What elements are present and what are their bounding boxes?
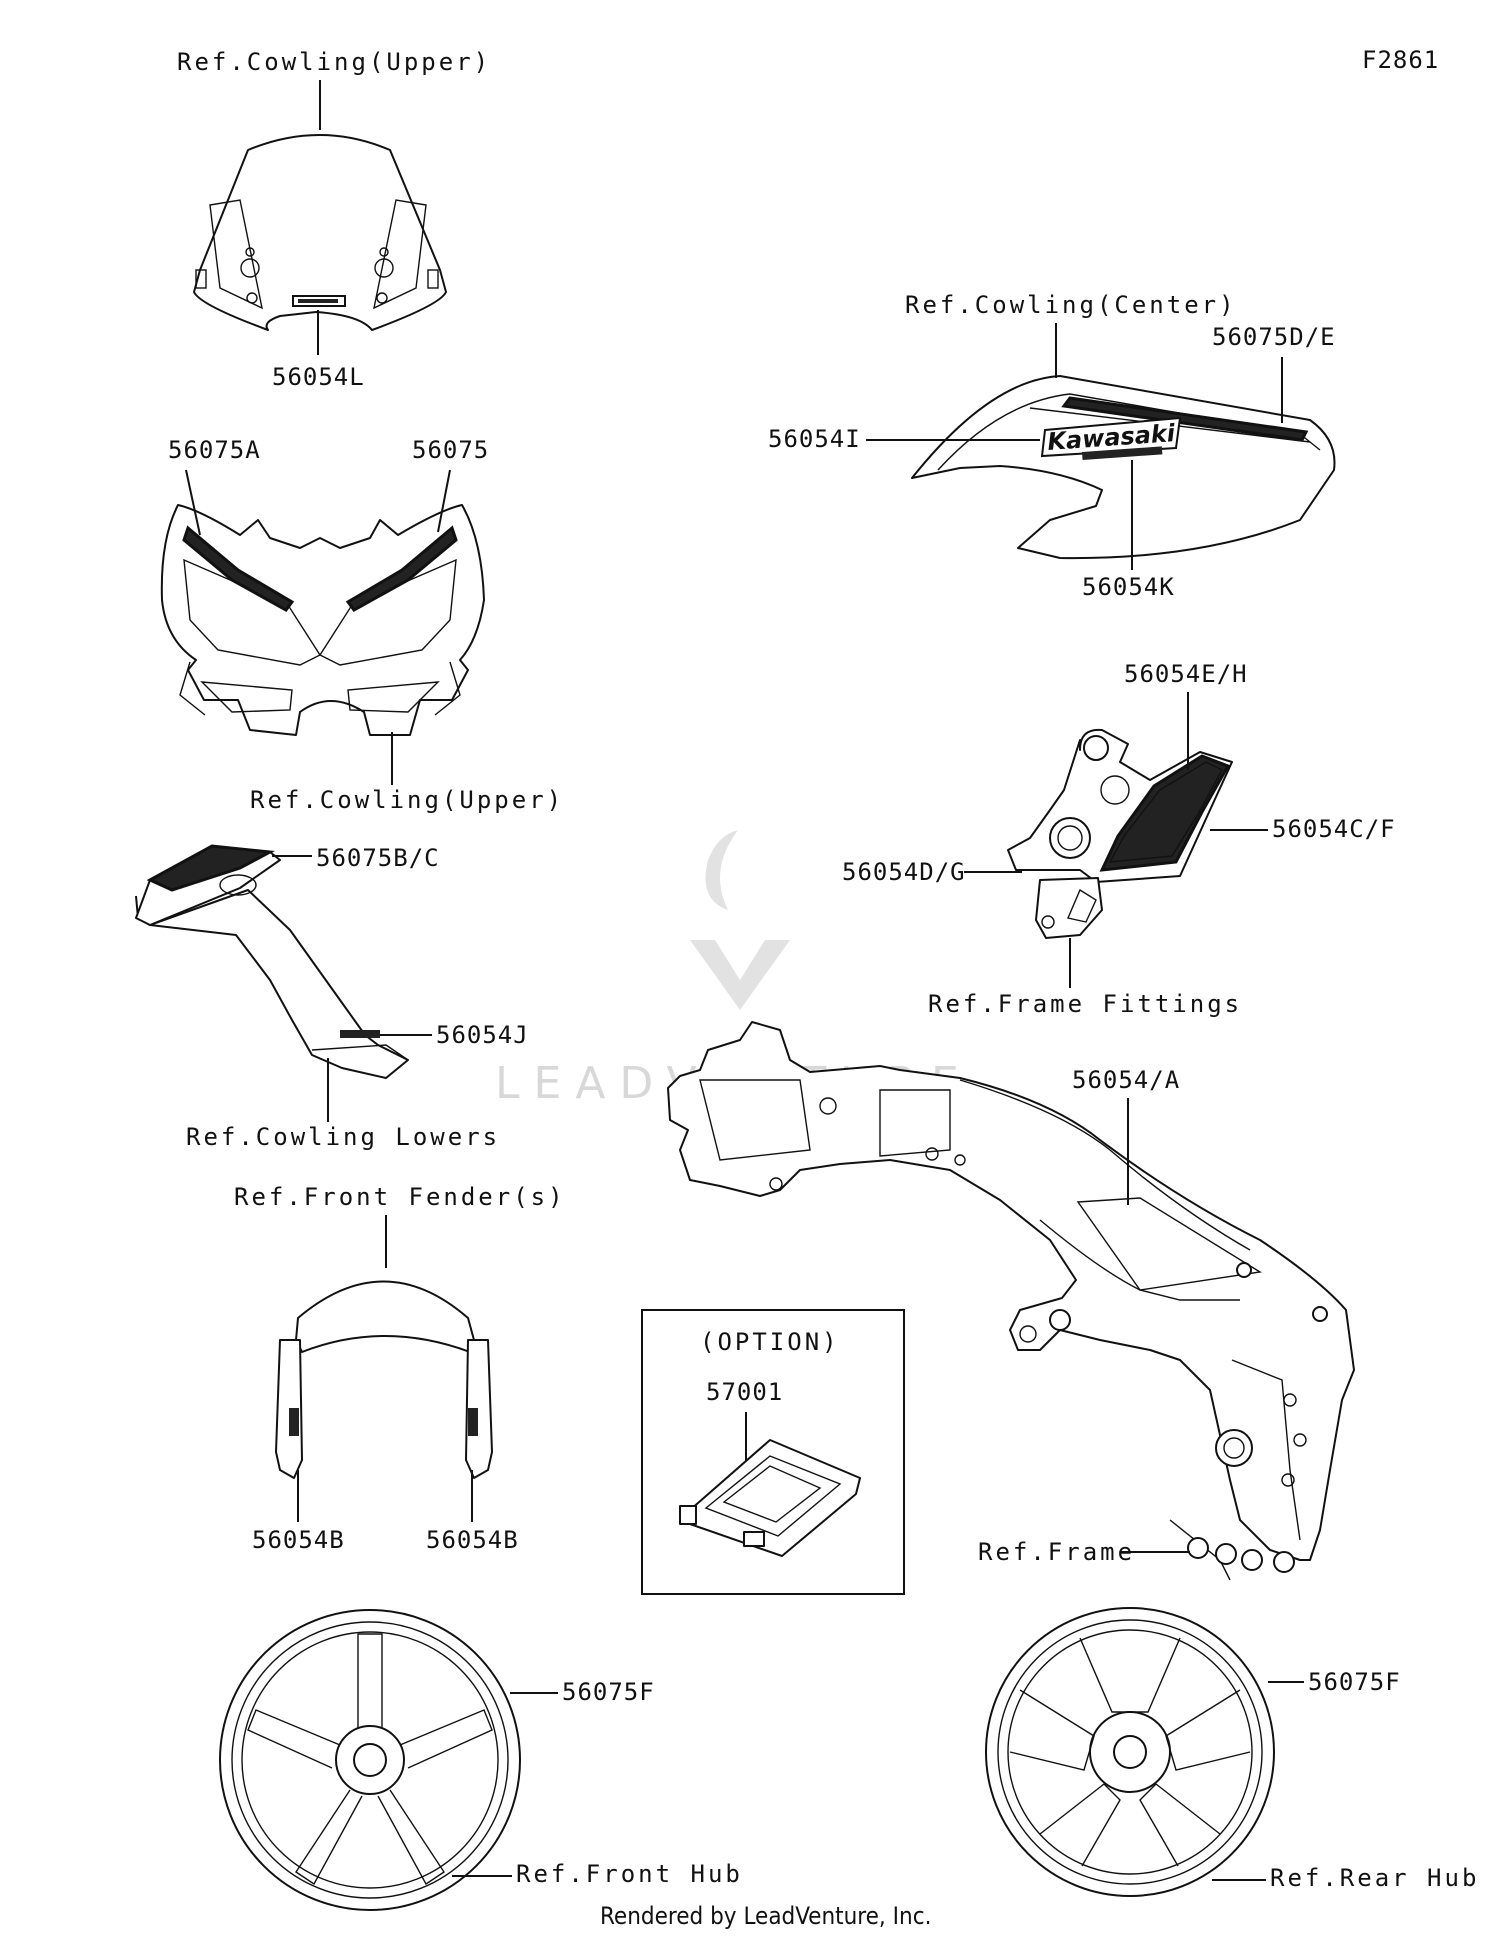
label-56054B-right[interactable]: 56054B [426, 1526, 519, 1554]
label-56075[interactable]: 56075 [412, 436, 489, 464]
label-56054K[interactable]: 56054K [1082, 573, 1175, 601]
main-frame-part[interactable] [667, 1021, 1355, 1581]
figure-code: F2861 [1362, 46, 1439, 74]
label-ref-cowling-lowers: Ref.Cowling Lowers [186, 1123, 500, 1151]
label-56075BC[interactable]: 56075B/C [316, 844, 440, 872]
footer-credit: Rendered by LeadVenture, Inc. [600, 1902, 931, 1930]
label-ref-frame-fittings: Ref.Frame Fittings [928, 990, 1242, 1018]
label-56075DE[interactable]: 56075D/E [1212, 323, 1336, 351]
windscreen-part[interactable] [193, 134, 447, 331]
label-56054I[interactable]: 56054I [768, 425, 861, 453]
decal-56075 [345, 525, 458, 612]
label-57001[interactable]: 57001 [706, 1378, 783, 1406]
label-56054A[interactable]: 56054/A [1072, 1066, 1180, 1094]
decal-56054J [340, 1030, 380, 1038]
option-box: (OPTION) 57001 [641, 1309, 905, 1595]
decal-56075DE [1061, 396, 1309, 442]
label-ref-rear-hub: Ref.Rear Hub [1270, 1864, 1479, 1892]
label-56054L[interactable]: 56054L [272, 363, 365, 391]
frame-fitting-part[interactable] [1007, 728, 1233, 939]
label-ref-cowling-center: Ref.Cowling(Center) [905, 291, 1237, 319]
part-57001[interactable] [679, 1439, 861, 1557]
label-ref-cowling-upper-mid: Ref.Cowling(Upper) [250, 786, 564, 814]
label-56054CF[interactable]: 56054C/F [1272, 815, 1396, 843]
label-ref-front-hub: Ref.Front Hub [516, 1860, 743, 1888]
label-56054DG[interactable]: 56054D/G [842, 858, 966, 886]
upper-cowling-part[interactable] [160, 504, 485, 736]
decal-56075BC [146, 844, 276, 892]
label-ref-front-fender: Ref.Front Fender(s) [234, 1183, 566, 1211]
label-56054B-left[interactable]: 56054B [252, 1526, 345, 1554]
cowling-lower-part[interactable] [135, 844, 409, 1079]
decal-56075A [182, 525, 295, 612]
label-ref-cowling-upper-top: Ref.Cowling(Upper) [177, 48, 491, 76]
front-wheel-part[interactable] [219, 1609, 521, 1911]
label-56054EH[interactable]: 56054E/H [1124, 660, 1248, 688]
decal-56054K [1082, 446, 1163, 460]
center-cowling-part[interactable]: Kawasaki [911, 375, 1336, 560]
label-56075F-left[interactable]: 56075F [562, 1678, 655, 1706]
label-56075A[interactable]: 56075A [168, 436, 261, 464]
rear-wheel-part[interactable] [985, 1607, 1275, 1897]
decal-56054B-left [289, 1408, 299, 1436]
label-ref-frame: Ref.Frame [978, 1538, 1135, 1566]
decal-56054B-right [468, 1408, 478, 1436]
label-56075F-right[interactable]: 56075F [1308, 1668, 1401, 1696]
label-56054J[interactable]: 56054J [436, 1021, 529, 1049]
front-fender-part[interactable] [275, 1280, 493, 1479]
option-title: (OPTION) [700, 1328, 840, 1356]
